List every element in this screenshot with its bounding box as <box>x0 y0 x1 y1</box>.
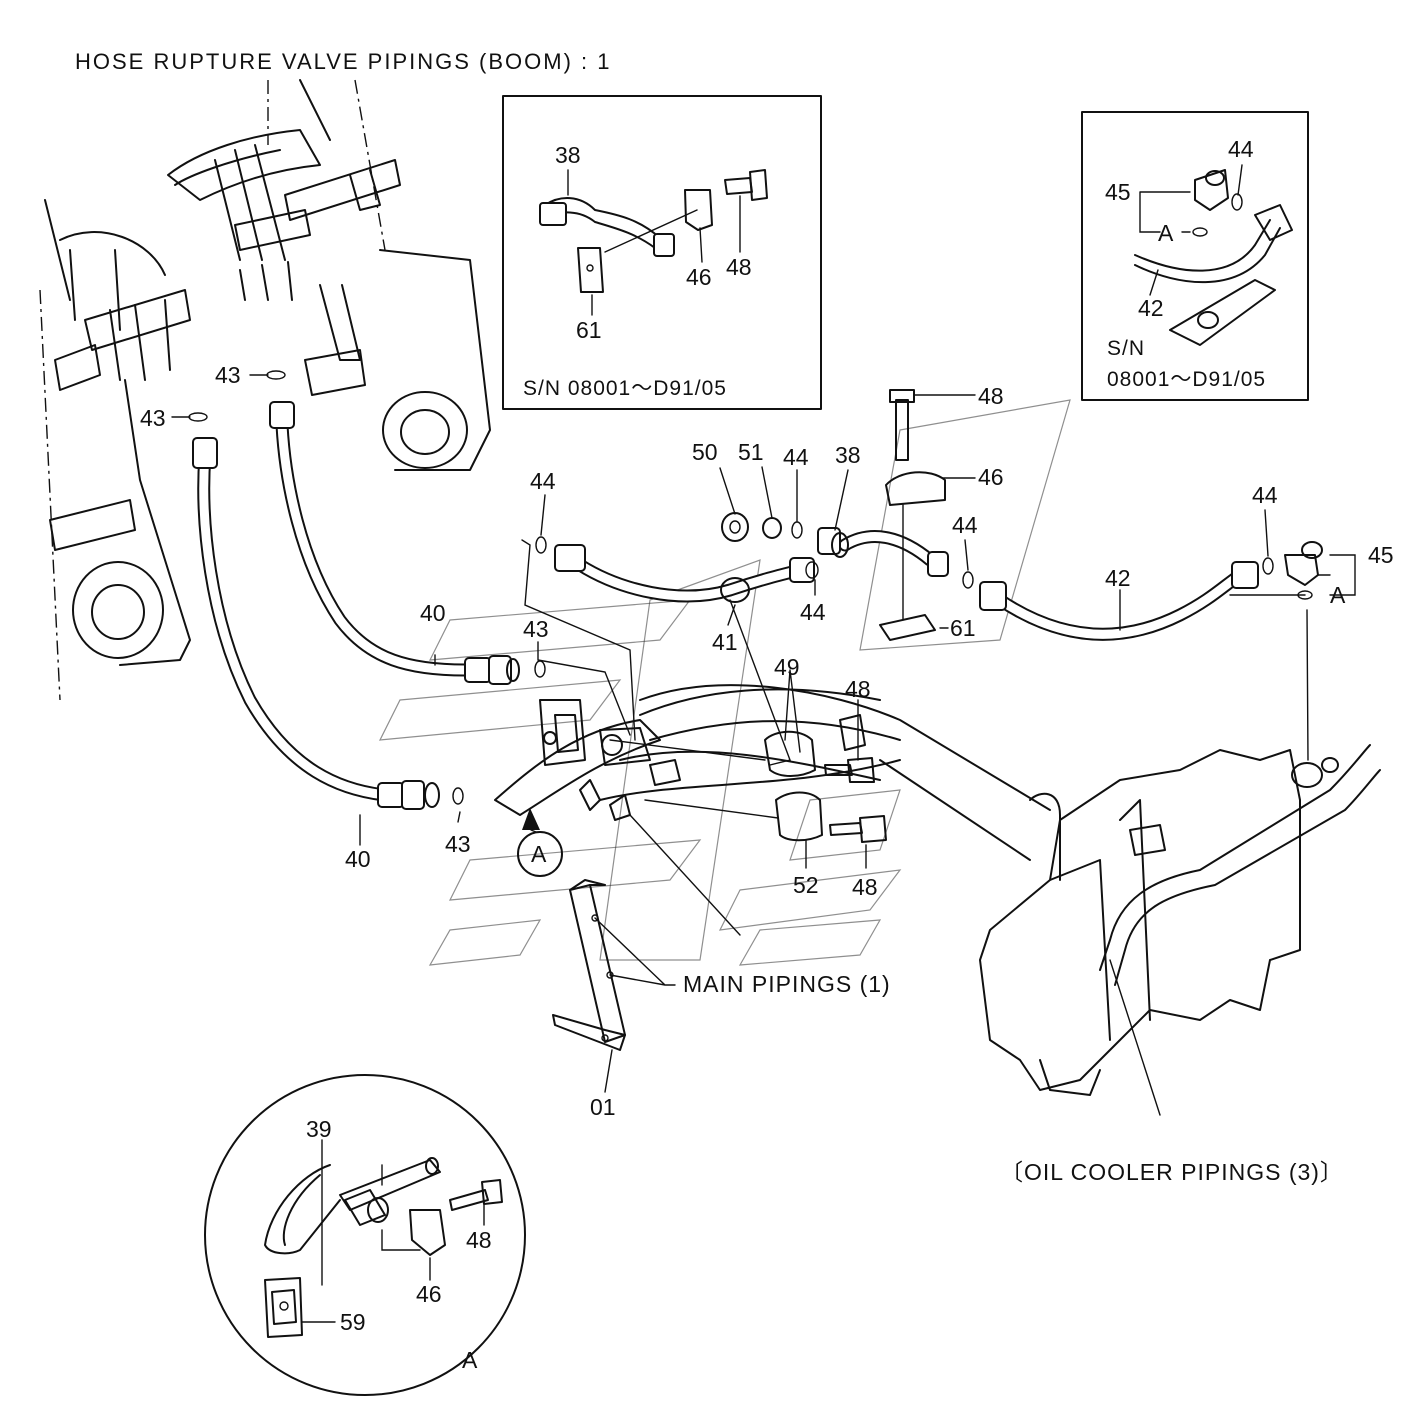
label-44-row: 44 <box>783 444 809 470</box>
label-44-right: 44 <box>952 512 978 538</box>
o-ring-43-d <box>452 787 464 805</box>
label-43-upper: 43 <box>523 616 549 642</box>
inset-right-serial-line1: S/N <box>1107 337 1145 360</box>
o-ring-44-row <box>791 521 803 539</box>
label-45: 45 <box>1368 542 1394 568</box>
label-40-lower: 40 <box>345 846 371 872</box>
o-ring-44-left <box>535 536 547 554</box>
label-48-low: 48 <box>852 874 878 900</box>
label-38: 38 <box>835 442 861 468</box>
nut-50 <box>721 512 749 542</box>
label-49: 49 <box>774 654 800 680</box>
inset-left-serial: S/N 08001～D91/05 <box>523 377 727 400</box>
label-50: 50 <box>692 439 718 465</box>
diagram-title: HOSE RUPTURE VALVE PIPINGS (BOOM) : 1 <box>75 49 612 74</box>
label-a-45: A <box>1330 582 1346 608</box>
label-51: 51 <box>738 439 764 465</box>
clamp-52 <box>775 791 887 843</box>
detail-label-39: 39 <box>306 1116 332 1142</box>
leader-lines <box>171 374 1356 1116</box>
ring-51 <box>762 517 782 539</box>
detail-label-59: 59 <box>340 1309 366 1335</box>
label-44-far: 44 <box>1252 482 1278 508</box>
detail-a-circle: 39 48 46 59 A <box>204 1074 526 1396</box>
label-52: 52 <box>793 872 819 898</box>
hose-40-upper <box>269 401 520 685</box>
elbow-45 <box>1284 541 1323 761</box>
detail-callout-a <box>517 808 563 877</box>
o-ring-43-c <box>534 660 546 678</box>
hose-40-lower <box>192 437 440 810</box>
watermark-logo <box>378 399 1071 966</box>
inset-left-label-38: 38 <box>555 142 581 168</box>
inset-left-label-61: 61 <box>576 317 602 343</box>
label-43-hose-b: 43 <box>140 405 166 431</box>
label-48-top: 48 <box>978 383 1004 409</box>
label-41: 41 <box>712 629 738 655</box>
label-01: 01 <box>590 1094 616 1120</box>
inset-right: 44 45 A 42 S/N 08001～D91/05 <box>1081 111 1309 401</box>
bracket-01 <box>552 879 626 1051</box>
o-ring-43-b <box>188 412 208 422</box>
inset-left-label-48: 48 <box>726 254 752 280</box>
main-pipings-label: MAIN PIPINGS (1) <box>683 971 891 997</box>
control-valve <box>979 744 1381 1096</box>
inset-right-label-44: 44 <box>1228 136 1254 162</box>
label-43-hose-a: 43 <box>215 362 241 388</box>
label-44-mid: 44 <box>800 599 826 625</box>
o-ring-43-a <box>266 370 286 380</box>
inset-right-label-a: A <box>1158 220 1174 246</box>
detail-label-48: 48 <box>466 1227 492 1253</box>
hose-41 <box>554 544 815 603</box>
inset-right-label-42: 42 <box>1138 295 1164 321</box>
clamp-46-61 <box>879 389 976 641</box>
hose-42 <box>979 561 1259 641</box>
label-44-left: 44 <box>530 468 556 494</box>
label-42: 42 <box>1105 565 1131 591</box>
part-labels: 50 51 44 38 48 46 44 44 44 45 A 42 44 41… <box>140 362 1394 1185</box>
label-61: 61 <box>950 615 976 641</box>
boom-cylinders <box>39 79 491 701</box>
detail-caption-a: A <box>462 1347 478 1373</box>
o-ring-44-mid <box>805 561 819 579</box>
hose-38 <box>817 527 949 577</box>
o-ring-44-far <box>1262 557 1274 575</box>
inset-right-label-45: 45 <box>1105 179 1131 205</box>
detail-label-46: 46 <box>416 1281 442 1307</box>
inset-left-label-46: 46 <box>686 264 712 290</box>
callout-a-letter: A <box>531 841 547 867</box>
clamp-49 <box>764 730 875 783</box>
label-48-mid: 48 <box>845 676 871 702</box>
inset-right-serial-line2: 08001～D91/05 <box>1107 368 1266 391</box>
inset-left: 38 46 48 61 S/N 08001～D91/05 <box>502 95 822 410</box>
hose-rupture-valve <box>494 684 1051 861</box>
label-40-upper: 40 <box>420 600 446 626</box>
oil-cooler-label: 〔OIL COOLER PIPINGS (3)〕 <box>1000 1159 1344 1185</box>
label-46: 46 <box>978 464 1004 490</box>
label-43-lower: 43 <box>445 831 471 857</box>
o-ring-44-right <box>962 571 974 589</box>
